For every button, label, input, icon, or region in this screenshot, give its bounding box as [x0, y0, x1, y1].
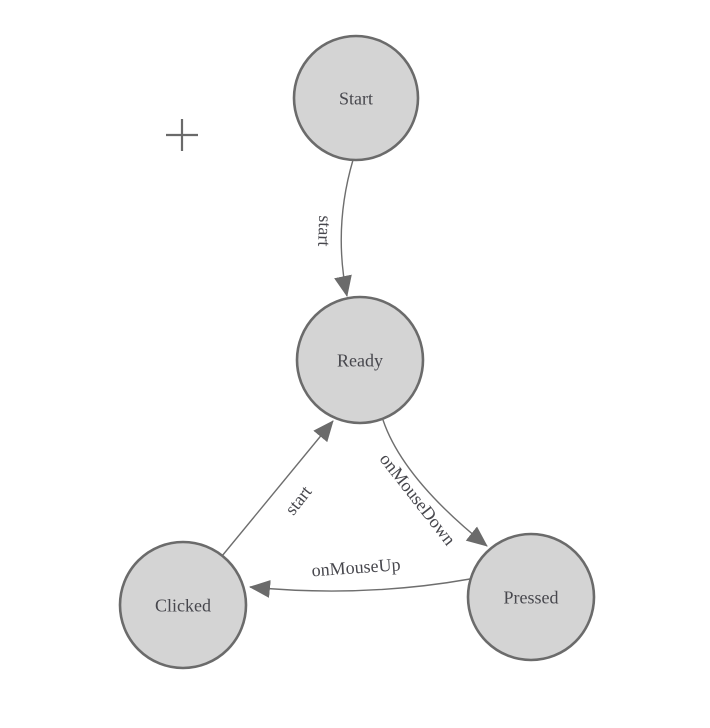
edge-pressed-to-clicked-path[interactable] — [249, 578, 471, 598]
edge-clicked-to-ready-path[interactable] — [221, 420, 334, 557]
edge-clicked-to-ready[interactable]: start — [221, 420, 334, 557]
edge-pressed-to-clicked[interactable]: onMouseUp — [249, 554, 471, 598]
node-pressed[interactable]: Pressed — [466, 532, 596, 662]
node-pressed-label: Pressed — [504, 587, 559, 607]
edge-ready-to-pressed[interactable]: onMouseDown — [376, 419, 488, 549]
node-start-shape[interactable] — [292, 34, 420, 162]
edge-label-start-2: start — [281, 482, 316, 519]
node-clicked-shape[interactable] — [118, 540, 248, 670]
node-pressed-shape[interactable] — [466, 532, 596, 662]
edge-start-to-ready[interactable]: start — [314, 159, 354, 297]
node-ready-shape[interactable] — [295, 295, 425, 425]
node-clicked[interactable]: Clicked — [118, 540, 248, 670]
node-ready-label: Ready — [337, 350, 383, 370]
node-start[interactable]: Start — [292, 34, 420, 162]
node-start-label: Start — [339, 88, 373, 108]
edge-label-onmousedown: onMouseDown — [376, 449, 460, 549]
edge-label-start-1: start — [314, 215, 335, 247]
edge-label-onmouseup: onMouseUp — [311, 554, 401, 580]
edge-ready-to-pressed-path[interactable] — [382, 419, 488, 547]
edge-start-to-ready-path[interactable] — [334, 159, 354, 297]
crosshair-icon — [166, 119, 198, 151]
node-clicked-label: Clicked — [155, 595, 211, 615]
node-ready[interactable]: Ready — [295, 295, 425, 425]
